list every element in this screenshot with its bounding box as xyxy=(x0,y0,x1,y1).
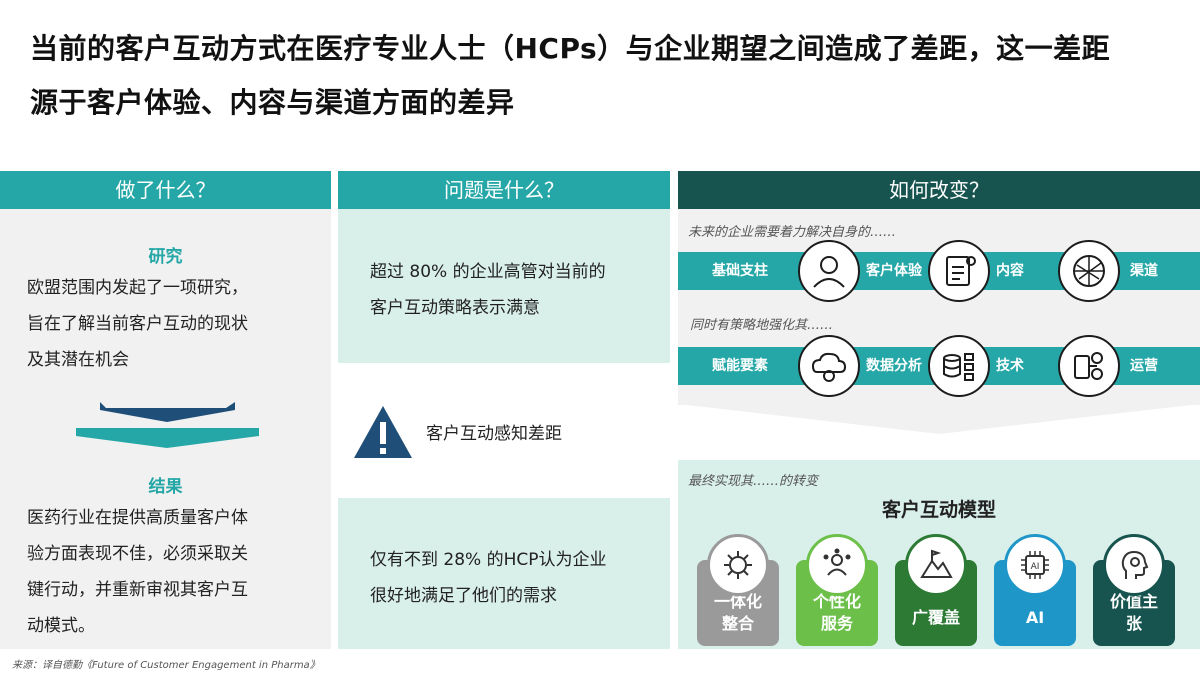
svg-text:AI: AI xyxy=(1031,562,1040,572)
gap-label: 客户互动感知差距 xyxy=(426,424,562,444)
operations-label: 运营 xyxy=(1130,358,1158,374)
result-line: 医药行业在提供高质量客户体 xyxy=(27,508,248,528)
stat2-line: 仅有不到 28% 的HCP认为企业 xyxy=(370,550,607,570)
data-analytics-label: 数据分析 xyxy=(866,358,922,374)
enablers-label: 赋能要素 xyxy=(712,358,768,374)
person-icon xyxy=(798,240,860,302)
research-label: 研究 xyxy=(148,247,183,267)
customer-experience-label: 客户体验 xyxy=(866,263,922,279)
page-title: 当前的客户互动方式在医疗专业人士（HCPs）与企业期望之间造成了差距，这一差距 … xyxy=(30,22,1180,130)
stat2-line: 很好地满足了他们的需求 xyxy=(370,586,557,606)
col3-header: 如何改变？ xyxy=(678,171,1200,209)
stat2-panel xyxy=(338,498,670,649)
gear-icon xyxy=(707,534,769,596)
col1-header: 做了什么？ xyxy=(0,171,331,209)
network-globe-icon xyxy=(1058,240,1120,302)
pillars-label: 基础支柱 xyxy=(712,263,768,279)
research-line: 旨在了解当前客户互动的现状 xyxy=(27,314,248,334)
people-icon xyxy=(806,534,868,596)
source-note: 来源：译自德勤《Future of Customer Engagement in… xyxy=(12,660,320,671)
col2-header: 问题是什么？ xyxy=(338,171,670,209)
head-thought-icon xyxy=(1103,534,1165,596)
result-line: 验方面表现不佳，必须采取关 xyxy=(27,544,248,564)
pill-line: 整合 xyxy=(721,614,754,633)
pill-line: 张 xyxy=(1125,614,1142,633)
database-icon xyxy=(928,335,990,397)
note-3: 最终实现其……的转变 xyxy=(688,474,819,489)
content-icon xyxy=(928,240,990,302)
technology-label: 技术 xyxy=(996,358,1024,374)
result-text: 医药行业在提供高质量客户体 验方面表现不佳，必须采取关 键行动，并重新审视其客户… xyxy=(27,500,317,644)
stat2-text: 仅有不到 28% 的HCP认为企业 很好地满足了他们的需求 xyxy=(370,542,660,614)
result-label: 结果 xyxy=(148,477,183,497)
note-1: 未来的企业需要着力解决自身的…… xyxy=(688,225,897,240)
pill-line: 服务 xyxy=(820,614,853,633)
pill-line: 一体化 xyxy=(713,592,762,611)
down-chevron-icon xyxy=(76,402,259,448)
operations-devices-icon xyxy=(1058,335,1120,397)
model-title: 客户互动模型 xyxy=(881,499,996,521)
channel-label: 渠道 xyxy=(1130,263,1158,279)
result-line: 键行动，并重新审视其客户互 xyxy=(27,580,248,600)
title-line-2: 源于客户体验、内容与渠道方面的差异 xyxy=(30,86,515,119)
research-text: 欧盟范围内发起了一项研究， 旨在了解当前客户互动的现状 及其潜在机会 xyxy=(27,270,317,378)
pill-line: AI xyxy=(1025,608,1045,627)
pill-line: 广覆盖 xyxy=(911,608,960,627)
title-line-1: 当前的客户互动方式在医疗专业人士（HCPs）与企业期望之间造成了差距，这一差距 xyxy=(30,32,1111,65)
stat1-panel xyxy=(338,209,670,363)
mountain-flag-icon xyxy=(905,534,967,596)
result-line: 动模式。 xyxy=(27,616,95,636)
cloud-gear-icon xyxy=(798,335,860,397)
stat1-text: 超过 80% 的企业高管对当前的 客户互动策略表示满意 xyxy=(370,254,660,326)
warning-icon xyxy=(354,406,412,458)
pill-line: 个性化 xyxy=(812,592,861,611)
note-2: 同时有策略地强化其…… xyxy=(690,318,834,333)
research-line: 及其潜在机会 xyxy=(27,350,129,370)
research-line: 欧盟范围内发起了一项研究， xyxy=(27,278,248,298)
stat1-line: 客户互动策略表示满意 xyxy=(370,298,540,318)
funnel-arrow-shape xyxy=(678,404,1200,434)
stat1-line: 超过 80% 的企业高管对当前的 xyxy=(370,262,606,282)
content-label: 内容 xyxy=(996,263,1024,279)
pill-line: 价值主 xyxy=(1109,592,1158,611)
ai-chip-icon: AI xyxy=(1004,534,1066,596)
